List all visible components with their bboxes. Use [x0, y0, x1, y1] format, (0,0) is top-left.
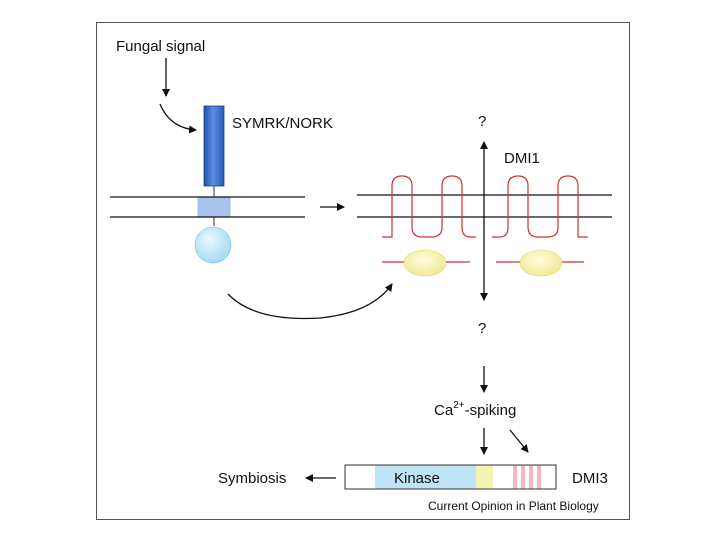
- receptor-extracellular-domain: [203, 105, 225, 187]
- ef-hand-2: [521, 465, 525, 489]
- kinase-label: Kinase: [394, 470, 440, 487]
- dmi1-label: DMI1: [504, 150, 540, 167]
- calcium-to-calmodulin-arrow: [509, 429, 529, 453]
- ef-hand-4: [537, 465, 541, 489]
- question-bottom: ?: [478, 320, 486, 337]
- dmi3-bar-outline: [344, 464, 557, 490]
- signal-to-receptor-arrow: [159, 103, 197, 134]
- dmi1-right-domain: [519, 249, 563, 277]
- ef-hand-3: [529, 465, 533, 489]
- fungal-signal-label: Fungal signal: [116, 38, 205, 55]
- dmi1-left-segments: [382, 175, 476, 238]
- dmi1-right-segments: [492, 175, 588, 238]
- ef-hand-1: [513, 465, 517, 489]
- kinase-band: [375, 465, 476, 489]
- receptor-kinase-domain: [194, 226, 232, 264]
- calcium-spiking-label: Ca2+-spiking: [434, 400, 516, 419]
- symbiosis-label: Symbiosis: [218, 470, 286, 487]
- receptor-transmembrane-domain: [197, 196, 231, 218]
- question-top: ?: [478, 113, 486, 130]
- dmi3-label: DMI3: [572, 470, 608, 487]
- credit-label: Current Opinion in Plant Biology: [428, 499, 599, 513]
- receptor-to-dmi1-arrow: [227, 283, 393, 320]
- dmi1-left-domain: [403, 249, 447, 277]
- autoinhibitory-band: [476, 465, 493, 489]
- receptor-label: SYMRK/NORK: [232, 115, 333, 132]
